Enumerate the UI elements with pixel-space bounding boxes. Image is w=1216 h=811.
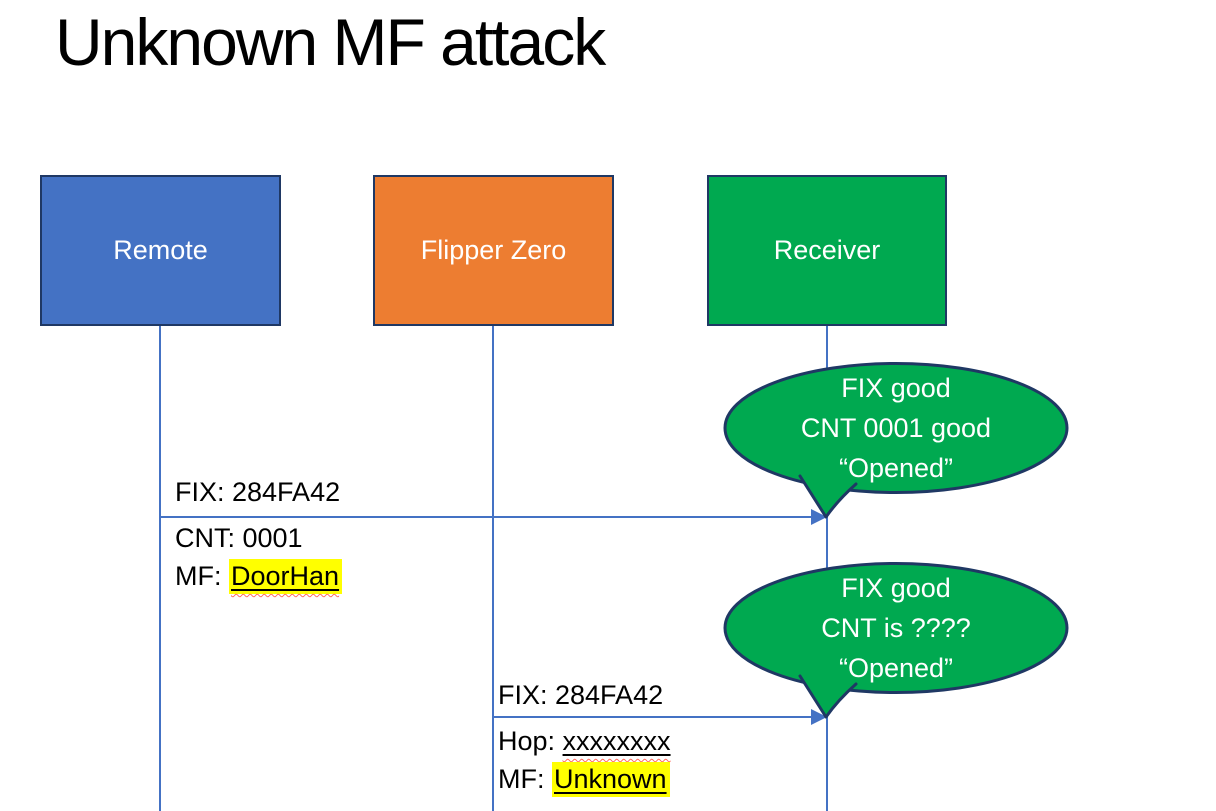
message-2-fix-label: FIX: 284FA42 [498, 680, 664, 710]
bubble-2-line-2: CNT is ???? [821, 613, 971, 643]
message-1-mf-value: DoorHan [231, 561, 340, 591]
speech-bubble-tail [798, 474, 858, 519]
spellcheck-wavy-underline: xxxxxxxx [563, 726, 671, 756]
message-1-mf-prefix: MF: [175, 561, 229, 591]
message-2-mf-value: Unknown [554, 764, 667, 794]
actor-label-receiver: Receiver [773, 235, 881, 265]
bubble-1-line-3: “Opened” [838, 453, 954, 483]
message-arrow-remote-to-receiver [160, 516, 813, 518]
message-2-mf-label: MF: Unknown [498, 760, 671, 798]
message-arrow-flipper-to-receiver [493, 716, 813, 718]
actor-box-receiver: Receiver [707, 175, 947, 326]
speech-bubble-shape [723, 362, 1069, 494]
highlight-unknown: Unknown [552, 762, 670, 797]
bubble-2-line-3: “Opened” [838, 653, 954, 683]
message-2-details: Hop: xxxxxxxx MF: Unknown [498, 722, 671, 798]
lifeline-remote [159, 326, 161, 811]
bubble-1-line-2: CNT 0001 good [800, 413, 992, 443]
bubble-2-line-1: FIX good [841, 573, 951, 603]
speech-bubble-shape [723, 562, 1069, 694]
message-1-fix-label: FIX: 284FA42 [175, 477, 341, 507]
slide-title: Unknown MF attack [55, 5, 606, 79]
actor-label-remote: Remote [113, 235, 208, 265]
speech-bubble-1-text: FIX good CNT 0001 good “Opened” [724, 368, 1068, 488]
speech-bubble-tail [798, 674, 858, 719]
spellcheck-wavy-underline: DoorHan [229, 559, 343, 594]
message-2-hop-prefix: Hop: [498, 726, 563, 756]
speech-bubble-2-text: FIX good CNT is ???? “Opened” [724, 568, 1068, 688]
bubble-1-line-1: FIX good [841, 373, 951, 403]
highlight-doorhan: DoorHan [229, 559, 343, 594]
message-2-mf-prefix: MF: [498, 764, 552, 794]
message-1-mf-label: MF: DoorHan [175, 557, 343, 595]
actor-box-remote: Remote [40, 175, 281, 326]
message-1-cnt-label: CNT: 0001 [175, 523, 303, 553]
actor-box-flipper-zero: Flipper Zero [373, 175, 614, 326]
message-1-details: CNT: 0001 MF: DoorHan [175, 519, 343, 595]
message-2-hop-value: xxxxxxxx [562, 726, 671, 756]
message-2-hop-label: Hop: xxxxxxxx [498, 722, 671, 760]
speech-bubble-2 [723, 562, 1069, 719]
speech-bubble-1 [723, 362, 1069, 519]
actor-label-flipper-zero: Flipper Zero [420, 235, 567, 265]
lifeline-flipper-zero [492, 326, 494, 811]
